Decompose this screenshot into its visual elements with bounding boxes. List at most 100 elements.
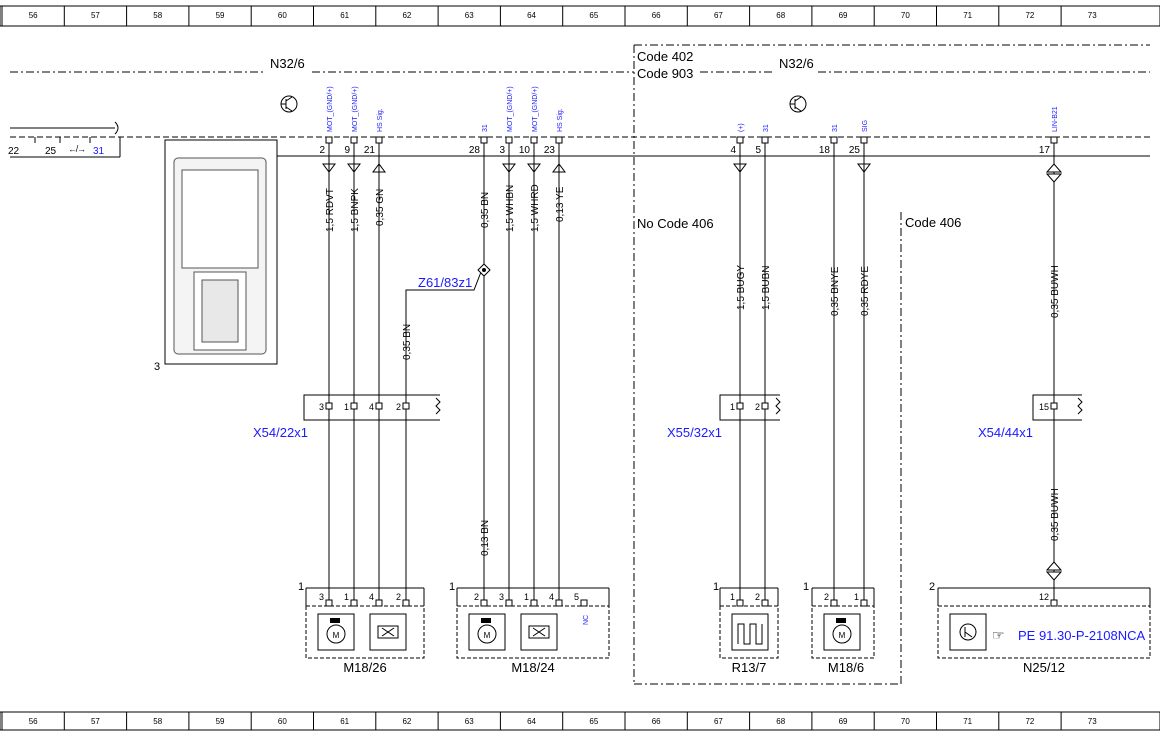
pin-signal-label: MOT_(GND/+) — [327, 86, 334, 132]
component-housing — [811, 605, 875, 659]
connector-end-icon — [435, 397, 441, 415]
pin-number: 2 — [755, 592, 760, 602]
pin-socket — [325, 599, 333, 607]
pin-number: 1 — [344, 402, 349, 412]
pin-signal-label: HS Sig. — [557, 108, 564, 132]
component-housing — [719, 605, 779, 659]
ruler-column-number: 68 — [776, 11, 785, 20]
heater-icon — [731, 613, 769, 651]
wire-label: 0,35 RDYE — [860, 266, 871, 316]
ruler-column-number: 71 — [963, 11, 972, 20]
splice-ref: Z61/83z1 — [418, 275, 472, 290]
no-code-406-label: No Code 406 — [637, 216, 714, 231]
wire-label: 0,13 BN — [480, 520, 491, 556]
component-index: 2 — [929, 581, 935, 593]
pin-number: 28 — [469, 145, 481, 156]
transistor-icon — [789, 95, 807, 113]
sensor-icon — [520, 613, 558, 651]
pin-number: 17 — [1039, 145, 1051, 156]
pin-number: 5 — [574, 592, 579, 602]
wire-label: 1,5 BNPK — [350, 188, 361, 232]
ruler-column-number: 69 — [839, 717, 848, 726]
pin-number: 3 — [499, 145, 505, 156]
pin-number: 9 — [344, 145, 350, 156]
wire-label: 1,5 WHBN — [505, 185, 516, 232]
pin-number: 5 — [755, 145, 761, 156]
component-ref: R13/7 — [732, 660, 767, 675]
ruler-column-number: 64 — [527, 11, 536, 20]
pin-socket — [830, 599, 838, 607]
nc-label: NC — [583, 615, 590, 625]
ruler-column-number: 67 — [714, 717, 723, 726]
pin-socket — [555, 136, 563, 144]
component-index: 1 — [803, 581, 809, 593]
pin-signal-label: HS Sig. — [377, 108, 384, 132]
wire-label: 0,35 BN — [480, 192, 491, 228]
component-ref: M18/6 — [828, 660, 864, 675]
pin-socket — [505, 136, 513, 144]
left-pin-31: 31 — [93, 146, 105, 157]
motor-icon: M — [823, 613, 861, 651]
ruler-column-number: 56 — [29, 717, 38, 726]
pin-number: 23 — [544, 145, 556, 156]
pin-signal-label: MOT_(GND/+) — [507, 86, 514, 132]
pin-signal-label: (+) — [738, 123, 745, 132]
ruler-column-number: 67 — [714, 11, 723, 20]
pin-socket — [350, 136, 358, 144]
wire-label: 1,5 RDVT — [325, 188, 336, 232]
pin-signal-label: SIG — [862, 120, 869, 132]
svg-text:M: M — [839, 631, 846, 640]
connector-X54-22x1 — [303, 394, 440, 421]
ruler-column-number: 66 — [652, 11, 661, 20]
pin-number: 2 — [396, 592, 401, 602]
reference-link[interactable]: PE 91.30-P-2108NCA — [1018, 628, 1146, 643]
pin-number: 15 — [1039, 402, 1049, 412]
pin-number: 4 — [730, 145, 736, 156]
ruler-column-number: 63 — [465, 11, 474, 20]
pin-socket — [325, 402, 333, 410]
pin-number: 3 — [319, 402, 324, 412]
component-ref: N25/12 — [1023, 660, 1065, 675]
ruler-column-number: 65 — [589, 11, 598, 20]
connector-end-icon — [775, 397, 781, 415]
pointing-hand-icon: ☞ — [992, 627, 1005, 643]
wires — [328, 156, 1055, 600]
double-arrow-icon — [1045, 163, 1063, 581]
pin-signal-label: MOT_(GND/+) — [532, 86, 539, 132]
component-ref: M18/24 — [511, 660, 554, 675]
ruler-column-number: 73 — [1088, 11, 1097, 20]
connector-X54-44x1 — [1032, 394, 1082, 421]
pin-number: 18 — [819, 145, 831, 156]
ruler-column-number: 60 — [278, 11, 287, 20]
pin-number: 12 — [1039, 592, 1049, 602]
connector-ref: X55/32x1 — [667, 425, 722, 440]
pin-socket — [530, 599, 538, 607]
code-406-label: Code 406 — [905, 215, 961, 230]
ruler-column-number: 59 — [216, 717, 225, 726]
pin-number: 2 — [319, 145, 325, 156]
ruler-column-number: 59 — [216, 11, 225, 20]
connector-ref: X54/22x1 — [253, 425, 308, 440]
ruler-column-number: 70 — [901, 717, 910, 726]
component-index: 1 — [449, 581, 455, 593]
ruler-bottom — [0, 711, 1160, 731]
ruler-column-number: 73 — [1088, 717, 1097, 726]
pin-number: 4 — [549, 592, 554, 602]
pin-number: 25 — [849, 145, 861, 156]
ruler-column-number: 58 — [153, 717, 162, 726]
motor-icon: M — [317, 613, 355, 651]
ruler-column-number: 72 — [1025, 11, 1034, 20]
pin-socket — [860, 599, 868, 607]
pin-socket — [402, 402, 410, 410]
pin-socket — [736, 136, 744, 144]
sensor-icon — [369, 613, 407, 651]
pin-socket — [350, 402, 358, 410]
splice-icon — [477, 263, 491, 277]
pin-signal-label: 31 — [482, 124, 489, 132]
ruler-column-number: 65 — [589, 717, 598, 726]
pin-socket — [480, 599, 488, 607]
connector-end-icon — [1077, 397, 1083, 415]
component-index: 1 — [298, 581, 304, 593]
pin-socket — [761, 136, 769, 144]
